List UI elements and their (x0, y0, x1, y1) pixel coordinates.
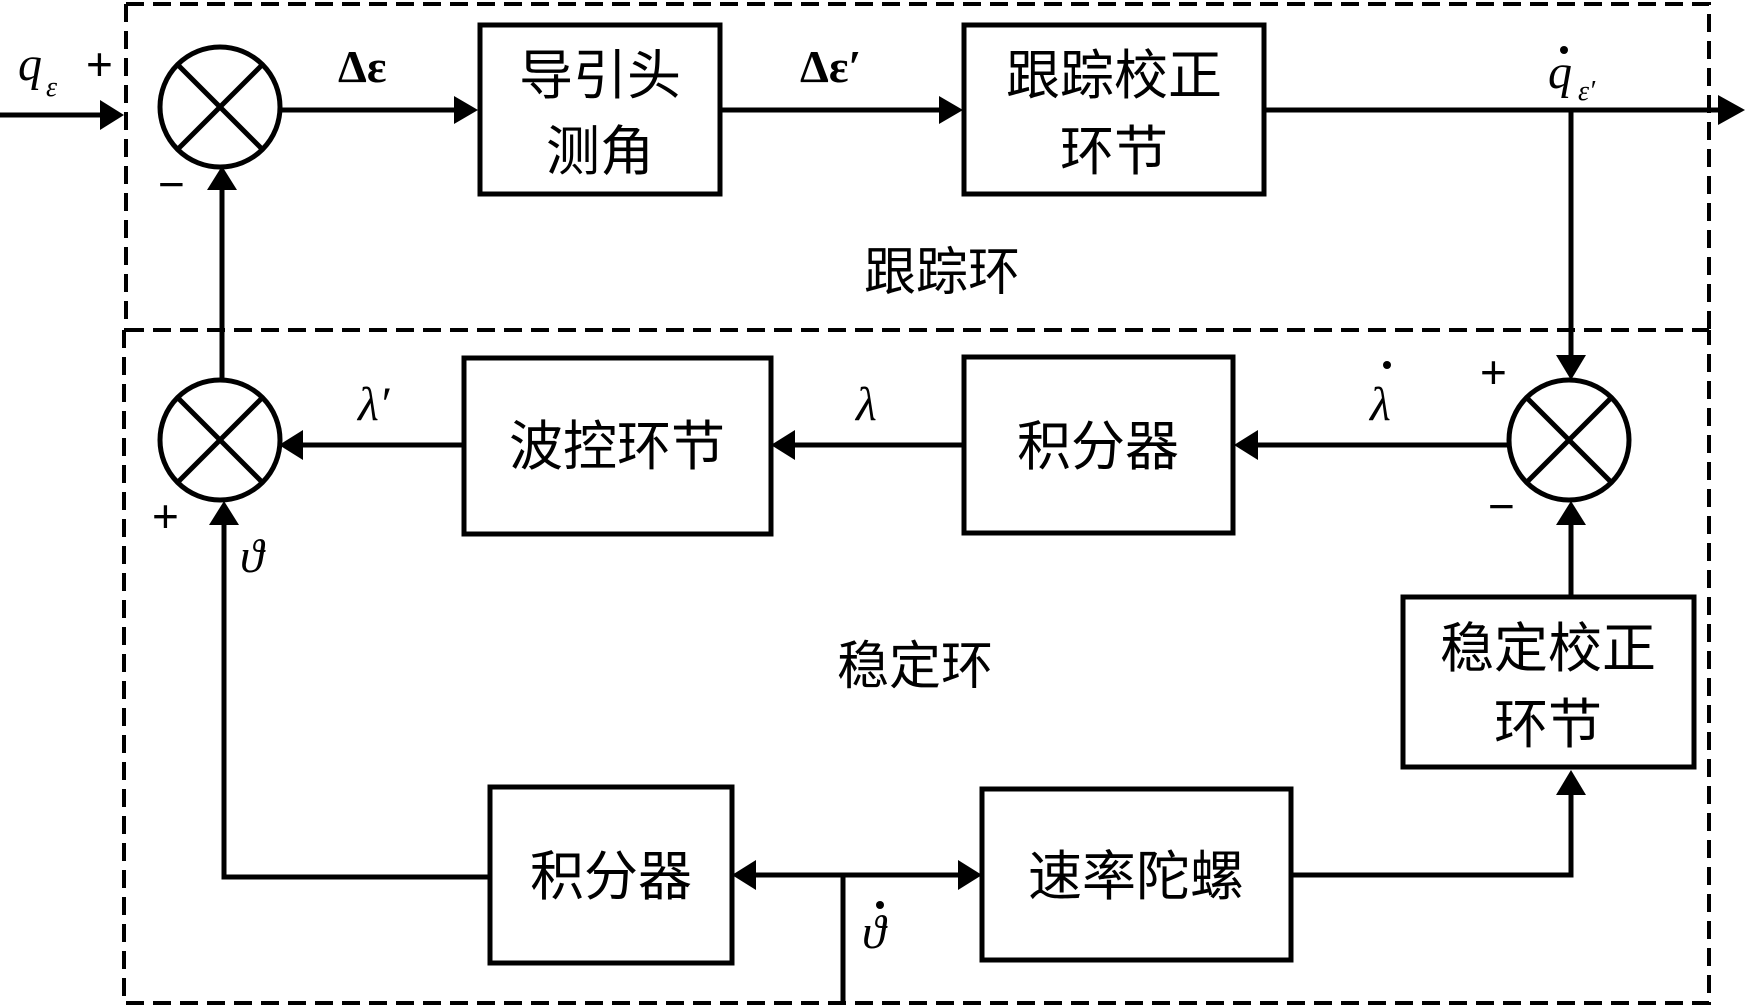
stabilization-loop-label: 稳定环 (837, 637, 993, 697)
rate-gyro-block: 速率陀螺 (979, 786, 1294, 963)
wire-gyro-out (1291, 790, 1574, 878)
tracking-loop-label: 跟踪环 (864, 243, 1020, 303)
arrowhead-tracking-correction (939, 96, 963, 124)
junction1-plus-sign: + (86, 38, 113, 90)
delta-eps-label: Δε (338, 41, 387, 92)
tracking-correction-line1: 跟踪校正 (1006, 44, 1222, 107)
rate-gyro-label: 速率陀螺 (1028, 845, 1244, 908)
theta-dot-label: ϑ (862, 906, 888, 959)
junction2-plus-sign: + (152, 490, 179, 542)
summing-junction-1 (157, 44, 283, 170)
arrowhead-mid-integrator (1234, 430, 1258, 460)
tracking-loop-region (124, 2, 1711, 332)
stabilization-loop-border (122, 330, 1711, 1005)
arrowhead-right-junction-top (1556, 355, 1586, 380)
summing-junction-3 (1506, 377, 1632, 503)
stabilization-correction-block: 稳定校正 环节 (1400, 594, 1697, 770)
lambda-dot-label: λ (1368, 378, 1391, 431)
junction3-plus-sign: + (1480, 346, 1507, 398)
arrowhead-rate-gyro (958, 860, 982, 890)
arrowhead-junction2-bottom (209, 501, 239, 525)
seeker-angle-line2: 测角 (546, 120, 654, 183)
tracking-loop-border-top (126, 2, 1711, 330)
junction1-minus-sign: − (158, 158, 185, 210)
arrowhead-junction1-bottom (207, 166, 237, 190)
integrator-bottom-label: 积分器 (530, 845, 692, 908)
input-q-subscript: ε (46, 72, 57, 103)
delta-eps-prime-label: Δε′ (800, 41, 861, 92)
integrator-mid-block: 积分器 (961, 354, 1236, 536)
output-q-dot (1560, 46, 1568, 54)
input-arrowhead (100, 100, 124, 130)
integrator-mid-label: 积分器 (1017, 415, 1179, 478)
theta-dot-dot (876, 901, 884, 909)
arrowhead-stab-correction (1556, 770, 1586, 795)
lambda-prime-label: λ′ (356, 378, 391, 431)
stab-correction-line2: 环节 (1494, 693, 1602, 756)
junction3-minus-sign: − (1488, 480, 1515, 532)
tracking-correction-block: 跟踪校正 环节 (961, 22, 1267, 197)
wire-theta (221, 520, 490, 880)
theta-label: ϑ (240, 530, 266, 583)
output-q-label: q (1548, 46, 1572, 99)
stabilization-loop-region (122, 330, 1711, 1005)
tracking-correction-line2: 环节 (1060, 120, 1168, 183)
seeker-angle-line1: 导引头 (519, 44, 681, 107)
arrowhead-junction3-bottom (1556, 501, 1586, 525)
lambda-label: λ (854, 378, 877, 431)
arrowhead-junction2-right (279, 430, 303, 460)
seeker-angle-block: 导引头 测角 (477, 22, 723, 197)
stab-correction-line1: 稳定校正 (1440, 617, 1656, 680)
wave-control-block: 波控环节 (461, 355, 774, 537)
arrowhead-wave-control (771, 430, 795, 460)
lambda-dot-dot (1383, 361, 1391, 369)
summing-junction-2 (157, 377, 283, 503)
input-q-label: q (18, 38, 42, 91)
wave-control-label: 波控环节 (509, 415, 725, 478)
arrowhead-seeker (454, 96, 478, 124)
arrowhead-bottom-integrator (732, 860, 756, 890)
integrator-bottom-block: 积分器 (487, 784, 735, 966)
output-q-subscript: ε′ (1578, 76, 1596, 107)
output-arrowhead (1718, 95, 1745, 125)
